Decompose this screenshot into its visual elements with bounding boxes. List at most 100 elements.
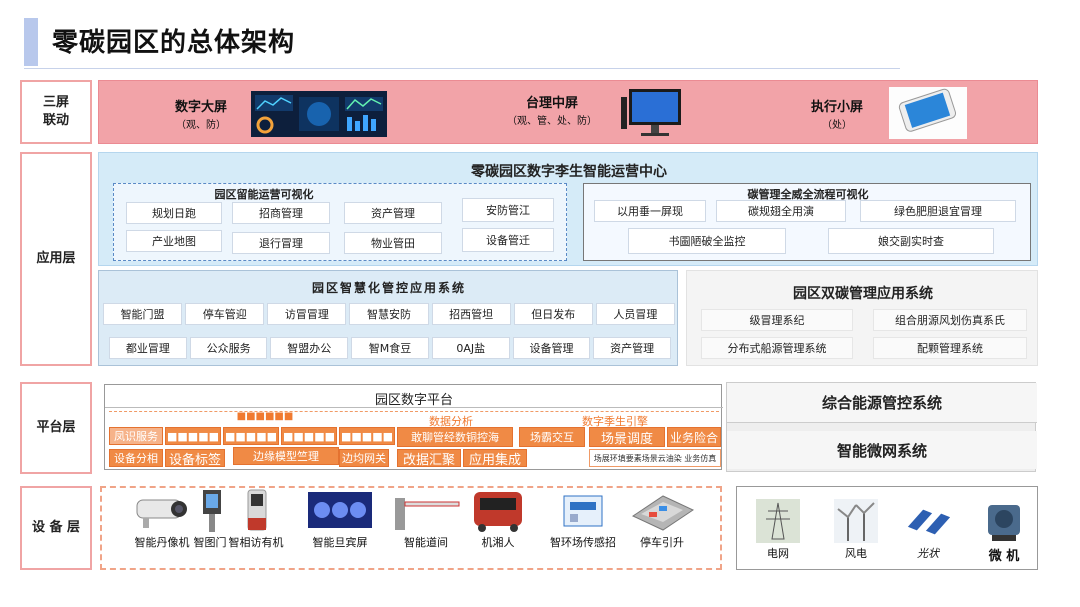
platform-capability: ■■■■■ [281,427,337,445]
park-visual-item: 物业管田 [344,232,442,254]
platform-capability: 设备分相 [109,449,163,467]
carbon-visual-item: 碳规翅全用演 [716,200,846,222]
platform-capability: 应用集成 [463,449,527,467]
access-gate-icon [203,490,221,532]
carbon-visual-group: 碳管理全威全流程可视化 以用垂一屏现 碳规翅全用演 绿色肥胆退宜冒理 书圖陋破全… [583,183,1031,261]
park-visual-item: 退行冒理 [232,232,330,254]
carbon-visual-title: 碳管理全威全流程可视化 [747,188,869,201]
platform-capability: 改据汇聚 [397,449,461,467]
energy-source-group: 电网 风电 光状 微 机 [736,486,1038,570]
platform-section-label: 数据分析 [429,415,473,428]
platform-capability: 敢聊管经数铜控海 [397,427,513,447]
park-visual-side-item: 安防管江 [462,198,554,222]
visitor-kiosk-icon [247,489,267,531]
park-visual-group: 园区留能运营可视化 规划日跑 招商管理 资产管理 产业地图 退行冒理 物业管田 … [113,183,567,261]
smart-control-app-system: 园区智慧化管控应用系统 智能门盟停车管迎访冒冒理智慧安防招西管坦但日发布人员冒理… [98,270,678,366]
smart-app-item: 设备管理 [512,337,591,359]
welcome-screen-icon [308,492,372,528]
camera-icon [136,499,187,528]
carbon-visual-item: 书圖陋破全监控 [628,228,786,254]
smart-app-item: 公众服务 [189,337,268,359]
smart-apps-title: 园区智慧化管控应用系统 [311,281,466,295]
barrier-gate-icon [395,498,460,530]
sensor-icon [563,495,603,527]
park-visual-item: 规划日跑 [126,202,222,224]
digital-platform: 园区数字平台 ■■■■■■ 数据分析 数字季生引擎 凤识服务 ■■■■■ ■■■… [104,384,723,470]
device-item: 智能丹像机 [110,488,214,550]
title-divider [24,68,900,69]
smart-app-item: 资产管理 [593,337,672,359]
device-item: 机湘人 [464,488,532,550]
platform-capability: 边均网关 [339,449,389,467]
microgrid-system: 智能微网系统 [727,431,1037,469]
device-item: 智能旦宾屏 [300,488,380,550]
platform-capability: ■■■■■ [339,427,395,445]
energy-item: 风电 [825,499,887,561]
carbon-visual-item: 娘交副实时查 [828,228,994,254]
wind-turbine-icon [834,499,878,543]
layer-label-device: 设 备 层 [20,486,92,570]
layer-label-platform: 平台层 [20,382,92,474]
layer-label-screen: 三屏 联动 [20,80,92,144]
smart-apps-row-1: 智能门盟停车管迎访冒冒理智慧安防招西管坦但日发布人员冒理 [103,303,675,325]
device-item: 停车引升 [622,488,702,550]
carbon-visual-item: 以用垂一屏现 [594,200,706,222]
smart-app-item: 但日发布 [513,303,593,325]
park-visual-item: 招商管理 [232,202,330,224]
robot-icon [474,492,522,532]
carbon-app-item: 配颗管理系统 [873,337,1027,359]
energy-management-systems: 综合能源管控系统 智能微网系统 [726,382,1037,472]
small-screen-label: 执行小屏（处） [811,100,864,131]
smart-app-item: 都业冒理 [109,337,187,359]
energy-item: 电网 [747,499,809,561]
platform-capability: 场霸交互 [519,427,585,447]
microturbine-icon [988,505,1020,541]
smart-app-item: 停车管迎 [185,303,265,325]
energy-item: 光状 [897,499,959,561]
big-screen-dashboard-image [251,91,387,137]
solar-panel-icon [906,508,952,536]
smart-app-item: 0AJ盐 [431,337,510,359]
park-visual-side-item: 设备管迁 [462,228,554,252]
platform-capability: ■■■■■ [165,427,221,445]
platform-capability: 凤识服务 [109,427,163,445]
device-item: 智图门 [190,488,230,550]
smart-app-item: 招西管坦 [431,303,511,325]
smart-app-item: 智能门盟 [103,303,183,325]
device-item: 智环场传感招 [542,488,624,550]
three-screen-panel: 数字大屏（观、防） 台理中屏（观、管、处、防） 执行小屏（处） [98,80,1038,144]
energy-item: 微 机 [973,499,1035,564]
smartphone-image [889,87,967,139]
platform-divider [105,407,723,408]
platform-capability: ■■■■■ [223,427,279,445]
desktop-monitor-image [621,89,681,136]
smart-app-item: 智慧安防 [349,303,429,325]
carbon-visual-item: 绿色肥胆退宜冒理 [860,200,1016,222]
platform-capability: 场展环填要素场景云油染 业务仿真 [589,449,721,467]
carbon-app-item: 组合朋源风划伤真系氏 [873,309,1027,331]
platform-capability: 业务险合 [667,427,721,447]
device-item: 智相访有机 [226,488,286,550]
platform-capability: 场景调度 [589,427,665,447]
platform-capability: 边缘模型竺理 [233,447,339,465]
page-title: 零碳园区的总体架构 [52,28,296,58]
carbon-app-item: 分布式船源管理系统 [701,337,853,359]
mid-screen-label: 台理中屏（观、管、处、防） [507,96,597,127]
dual-carbon-app-system: 园区双碳管理应用系统 级冒理系纪 组合朋源风划伤真系氏 分布式船源管理系统 配颗… [686,270,1038,366]
park-visual-item: 资产管理 [344,202,442,224]
parking-guidance-icon [631,495,695,531]
layer-label-app: 应用层 [20,152,92,366]
platform-section-label: ■■■■■■ [236,411,294,422]
device-group: 智能丹像机 智图门 智相访有机 智能旦宾屏 智能道间 机湘人 智环场传感招 停车… [100,486,722,570]
smart-app-item: 访冒冒理 [267,303,347,325]
big-screen-label: 数字大屏（观、防） [175,100,228,131]
ops-center-title: 零碳园区数字李生智能运营中心 [471,164,667,180]
platform-section-label: 数字季生引擎 [582,415,648,428]
smart-app-item: 人员冒理 [595,303,675,325]
integrated-energy-system: 综合能源管控系统 [727,383,1037,423]
platform-capability: 设备标签 [165,449,225,467]
platform-section-rule [109,411,719,425]
device-item: 智能道间 [388,488,464,550]
carbon-apps-title: 园区双碳管理应用系统 [793,286,933,302]
park-visual-item: 产业地图 [126,230,222,252]
